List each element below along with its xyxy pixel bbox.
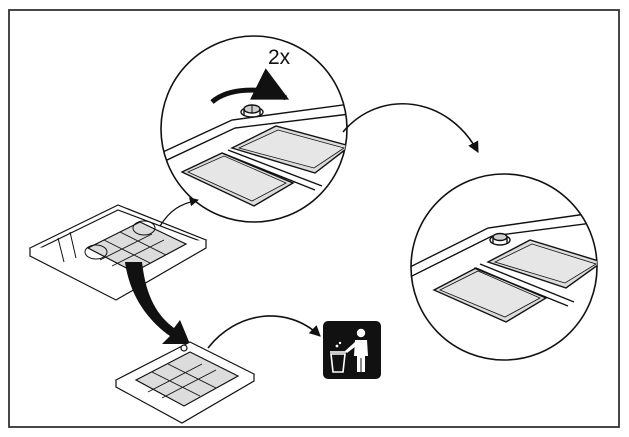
hood-underside-illustration <box>28 204 208 301</box>
repeat-count-label: 2x <box>268 46 291 69</box>
connector-arrow-to-detail <box>159 197 199 227</box>
thick-down-arrow-icon <box>125 262 190 344</box>
trash-disposal-icon <box>323 321 381 379</box>
connector-arrow-to-disposal <box>207 315 321 349</box>
connector-arrow-to-result <box>342 102 479 153</box>
magnified-view-before <box>160 35 348 223</box>
removed-filter-illustration <box>114 341 256 424</box>
curved-rotate-arrow-icon <box>210 68 290 104</box>
magnified-view-after <box>410 173 598 361</box>
diagram-frame <box>8 9 620 428</box>
